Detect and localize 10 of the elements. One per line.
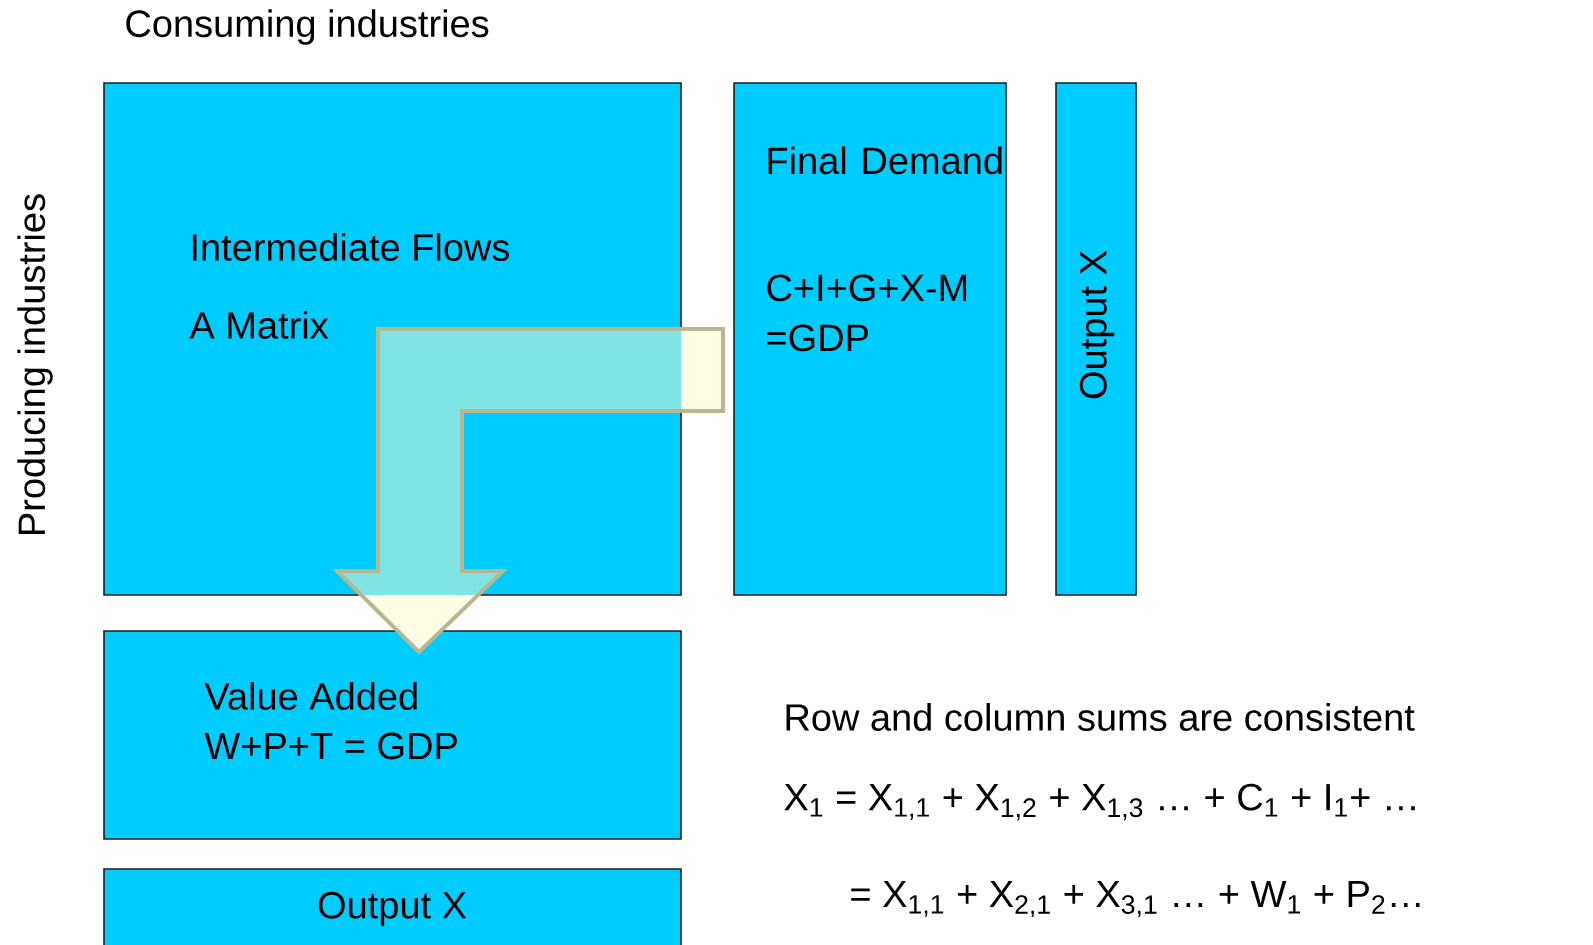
note-text: Row and column sums are consistent (786, 703, 1415, 731)
equation: = X$_{1,1}$ + X$_{2,1}$ + X$_{3,1}$ … + W$_{1}$ + P$_{2}$… (851, 880, 1420, 918)
output-column-box: Output X (1055, 82, 1137, 596)
final-demand-box: Final Demand C+I+G+X-M =GDP (733, 82, 1007, 596)
value-added-box: Value Added W+P+T = GDP (103, 630, 682, 840)
equation: X$_{1}$ = X$_{1,1}$ + X$_{1,2}$ + X$_{1,3}$ … + C$_{1}$ + I$_{1}$+ … (784, 783, 1415, 821)
row-heading: Producing industries (17, 194, 53, 535)
output-row-box: Output X (103, 868, 682, 945)
column-heading: Consuming industries (126, 9, 489, 45)
block-arrow (332, 327, 725, 655)
